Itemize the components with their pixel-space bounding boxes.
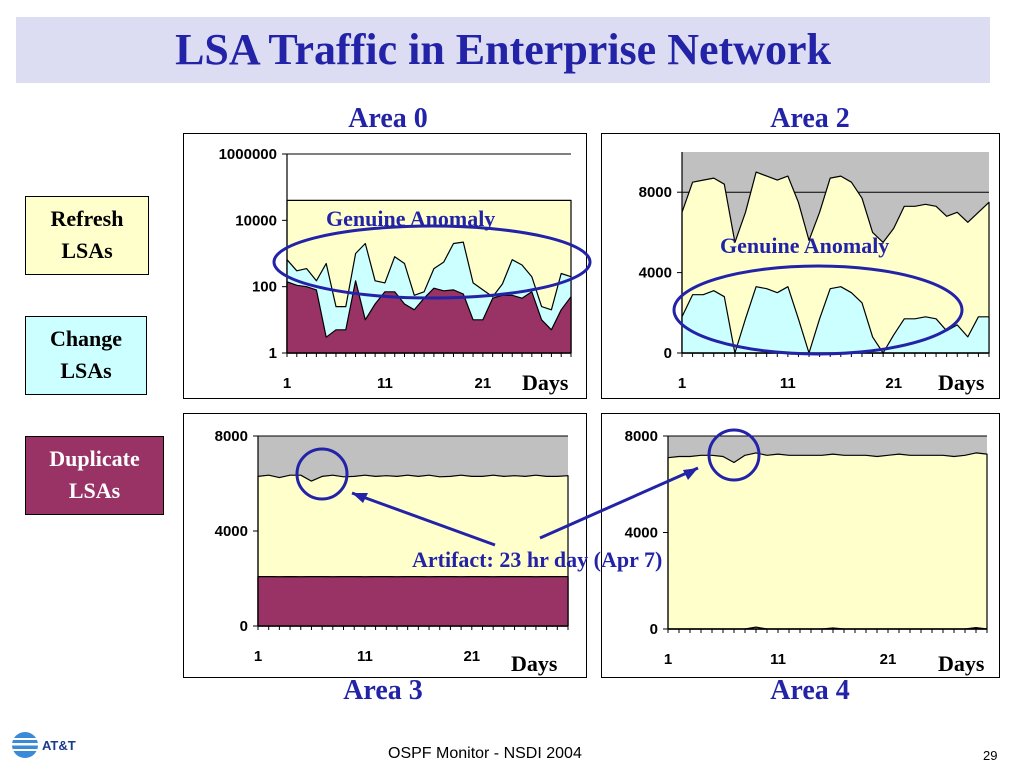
area0-xlabel: Days — [522, 370, 569, 395]
xtick-label-0-0: 1 — [283, 375, 291, 392]
ytick-label-0-0: 1000000 — [219, 146, 277, 163]
artifact-label: Artifact: 23 hr day (Apr 7) — [412, 547, 663, 572]
legend-duplicate: Duplicate LSAs — [25, 436, 164, 515]
slide-title: LSA Traffic in Enterprise Network — [175, 25, 831, 74]
xtick-label-1-0: 1 — [678, 375, 686, 392]
area2-label: Area 2 — [770, 103, 850, 134]
ytick-label-0-1: 10000 — [235, 212, 277, 229]
area0-label: Area 0 — [348, 103, 428, 134]
ytick-label-3-0: 8000 — [625, 428, 658, 445]
xtick-label-0-2: 21 — [475, 375, 492, 392]
att-globe-icon — [12, 732, 38, 758]
area4-label: Area 4 — [770, 675, 850, 706]
title-bar: LSA Traffic in Enterprise Network — [16, 17, 990, 83]
series-duplicate-area-2 — [257, 576, 569, 627]
xtick-label-3-2: 21 — [880, 651, 897, 668]
xtick-label-1-2: 21 — [885, 375, 902, 392]
legend-change: Change LSAs — [25, 316, 147, 395]
xtick-label-2-0: 1 — [254, 648, 262, 665]
xtick-label-0-1: 11 — [377, 375, 393, 392]
ytick-label-0-2: 100 — [252, 279, 277, 296]
area3-xlabel: Days — [511, 651, 558, 676]
ytick-label-1-2: 0 — [664, 345, 672, 362]
ytick-label-1-1: 4000 — [639, 265, 672, 282]
xtick-label-3-1: 11 — [770, 651, 786, 668]
ytick-label-3-2: 0 — [650, 621, 658, 638]
ytick-label-2-2: 0 — [240, 618, 248, 635]
footer-text: OSPF Monitor - NSDI 2004 — [388, 745, 582, 762]
series-refresh-area-3 — [667, 452, 988, 630]
legend-refresh: Refresh LSAs — [25, 196, 149, 275]
ytick-label-3-1: 4000 — [625, 525, 658, 542]
page-number: 29 — [983, 748, 998, 763]
area2-xlabel: Days — [938, 370, 985, 395]
area4-xlabel: Days — [938, 651, 985, 676]
area0-anomaly-label: Genuine Anomaly — [326, 206, 496, 231]
area3-label: Area 3 — [343, 675, 423, 706]
ytick-label-2-0: 8000 — [215, 428, 248, 445]
xtick-label-3-0: 1 — [664, 651, 672, 668]
ytick-label-2-1: 4000 — [215, 523, 248, 540]
xtick-label-2-1: 11 — [357, 648, 373, 665]
xtick-label-1-1: 11 — [780, 375, 796, 392]
att-logo-text: AT&T — [42, 738, 76, 753]
area2-anomaly-label: Genuine Anomaly — [720, 233, 890, 258]
xtick-label-2-2: 21 — [463, 648, 480, 665]
ytick-label-0-3: 1 — [269, 345, 277, 362]
ytick-label-1-0: 8000 — [639, 184, 672, 201]
